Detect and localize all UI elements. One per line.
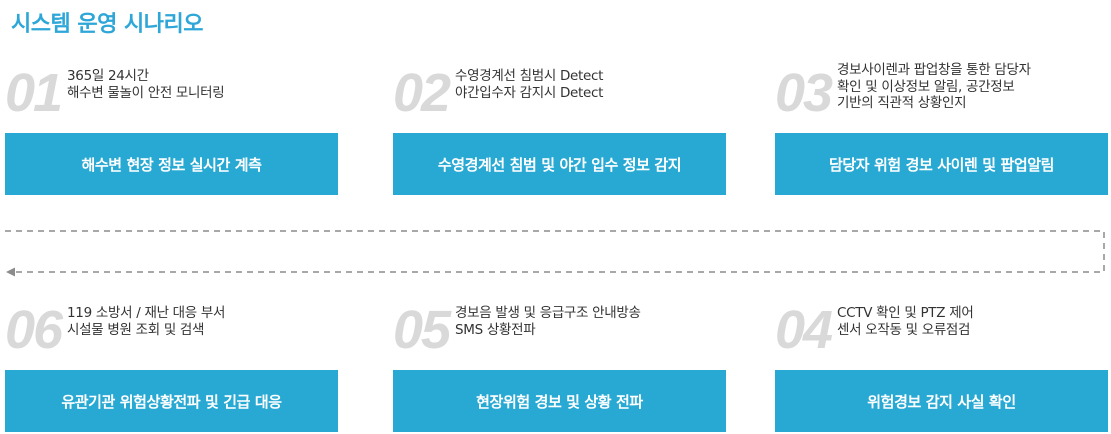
step-number: 03 (775, 63, 833, 123)
step-box: 담당자 위험 경보 사이렌 및 팝업알림 (775, 133, 1108, 195)
step-description-line: 경보음 발생 및 응급구조 안내방송 (455, 305, 641, 321)
step-description-line: 기반의 직관적 상황인지 (837, 95, 967, 111)
step-description-line: 경보사이렌과 팝업창을 통한 담당자 (837, 62, 1031, 78)
diagram-title: 시스템 운영 시나리오 (11, 12, 203, 37)
step-description-line: 수영경계선 침범시 Detect (455, 68, 604, 84)
step-description-line: 야간입수자 감지시 Detect (455, 84, 604, 101)
step-05: 05 경보음 발생 및 응급구조 안내방송 SMS 상황전파 현장위험 경보 및… (393, 300, 727, 432)
step-box: 현장위험 경보 및 상황 전파 (393, 370, 726, 432)
step-description-line: 센서 오작동 및 오류점검 (837, 321, 971, 338)
step-02: 02 수영경계선 침범시 Detect 야간입수자 감지시 Detect 수영경… (393, 63, 727, 195)
step-description: 경보사이렌과 팝업창을 통한 담당자 확인 및 이상정보 알림, 공간정보 기반… (837, 62, 1109, 112)
step-description-line: CCTV 확인 및 PTZ 제어 (837, 305, 974, 321)
step-04: 04 CCTV 확인 및 PTZ 제어 센서 오작동 및 오류점검 위험경보 감… (775, 300, 1109, 432)
step-number: 04 (775, 300, 833, 360)
step-number: 01 (5, 63, 63, 123)
step-description: 수영경계선 침범시 Detect 야간입수자 감지시 Detect (455, 68, 727, 101)
step-description-line: 119 소방서 / 재난 대응 부서 (67, 305, 226, 321)
step-06: 06 119 소방서 / 재난 대응 부서 시설물 병원 조회 및 검색 유관기… (5, 300, 339, 432)
step-box: 위험경보 감지 사실 확인 (775, 370, 1108, 432)
step-box: 수영경계선 침범 및 야간 입수 정보 감지 (393, 133, 726, 195)
dashed-flow-line (5, 230, 1105, 273)
step-description-line: SMS 상황전파 (455, 321, 536, 338)
step-description: 경보음 발생 및 응급구조 안내방송 SMS 상황전파 (455, 305, 727, 338)
step-01: 01 365일 24시간 해수변 물놀이 안전 모니터링 해수변 현장 정보 실… (5, 63, 339, 195)
step-03: 03 경보사이렌과 팝업창을 통한 담당자 확인 및 이상정보 알림, 공간정보… (775, 62, 1108, 195)
step-description: CCTV 확인 및 PTZ 제어 센서 오작동 및 오류점검 (837, 305, 1109, 338)
step-description: 119 소방서 / 재난 대응 부서 시설물 병원 조회 및 검색 (67, 305, 339, 338)
step-description-line: 해수변 물놀이 안전 모니터링 (67, 84, 225, 101)
step-number: 02 (393, 63, 451, 123)
step-box: 유관기관 위험상황전파 및 긴급 대응 (5, 370, 338, 432)
step-box: 해수변 현장 정보 실시간 계측 (5, 133, 338, 195)
flow-arrow-icon (6, 267, 15, 277)
step-description-line: 365일 24시간 (67, 68, 149, 84)
step-number: 06 (5, 300, 63, 360)
step-number: 05 (393, 300, 451, 360)
step-description-line: 시설물 병원 조회 및 검색 (67, 321, 205, 338)
step-description-line: 확인 및 이상정보 알림, 공간정보 (837, 78, 1015, 95)
step-description: 365일 24시간 해수변 물놀이 안전 모니터링 (67, 68, 339, 101)
